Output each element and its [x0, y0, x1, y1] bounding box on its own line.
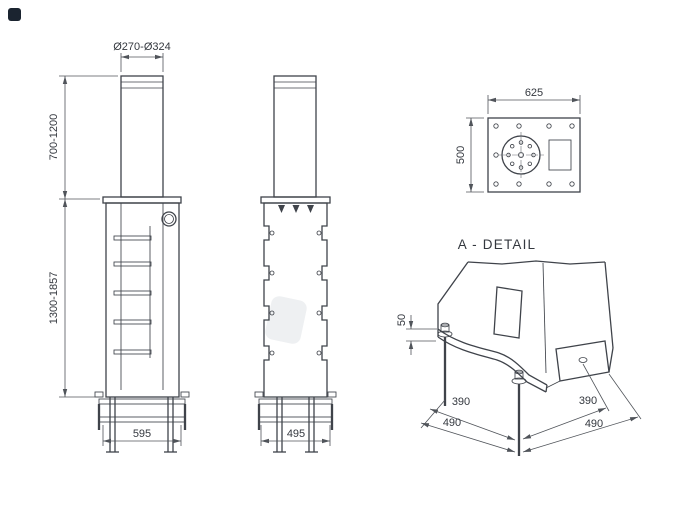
dim-front-diameter: Ø270-Ø324 — [113, 41, 170, 53]
side-flange — [260, 196, 331, 204]
front-view-dimensions: Ø270-Ø324 700-1200 1300-1857 595 — [48, 41, 182, 446]
side-view-dimensions: 495 — [260, 425, 331, 446]
dim-detail-right-inner: 390 — [579, 395, 597, 407]
side-cylinder — [273, 75, 317, 198]
front-hole — [161, 211, 177, 227]
detail-view — [437, 260, 614, 456]
front-crossbar-upper — [98, 398, 186, 405]
front-cylinder — [120, 75, 164, 198]
dim-front-base-width: 595 — [133, 428, 151, 440]
detail-dimensions: 50 390 490 390 490 — [396, 314, 642, 453]
front-flange — [102, 196, 182, 204]
detail-anchor-bolt-center — [511, 369, 527, 456]
dim-front-lower-height: 1300-1857 — [48, 272, 60, 325]
side-crossbar-lower — [258, 416, 333, 423]
dim-detail-left-outer: 490 — [443, 417, 461, 429]
front-crossbar-lower — [98, 416, 186, 423]
dim-detail-right-outer: 490 — [585, 418, 603, 430]
logo-mark — [8, 8, 21, 21]
side-view — [254, 75, 337, 453]
detail-anchor-bolt-left — [437, 322, 453, 406]
side-crossbar-upper — [258, 398, 333, 405]
plan-view-dimensions: 625 500 — [455, 87, 581, 193]
detail-break-edge — [467, 260, 606, 265]
front-body — [105, 202, 180, 398]
watermark — [265, 296, 307, 344]
dim-front-upper-height: 700-1200 — [48, 114, 60, 161]
plan-baseplate — [487, 117, 581, 193]
plan-cylinder-circle — [501, 135, 541, 175]
dim-plan-depth: 500 — [455, 146, 467, 164]
side-body — [263, 202, 328, 398]
detail-slot — [493, 286, 523, 339]
dim-side-base-width: 495 — [287, 428, 305, 440]
plan-junction-box — [548, 139, 572, 171]
detail-flange — [437, 328, 548, 386]
dim-detail-left-inner: 390 — [452, 396, 470, 408]
dim-detail-bolt-height: 50 — [396, 314, 408, 326]
dim-plan-width: 625 — [525, 87, 543, 99]
detail-title: A - DETAIL — [458, 237, 537, 252]
front-view — [94, 75, 190, 453]
detail-right-flange — [555, 340, 610, 382]
plan-view — [487, 117, 581, 193]
